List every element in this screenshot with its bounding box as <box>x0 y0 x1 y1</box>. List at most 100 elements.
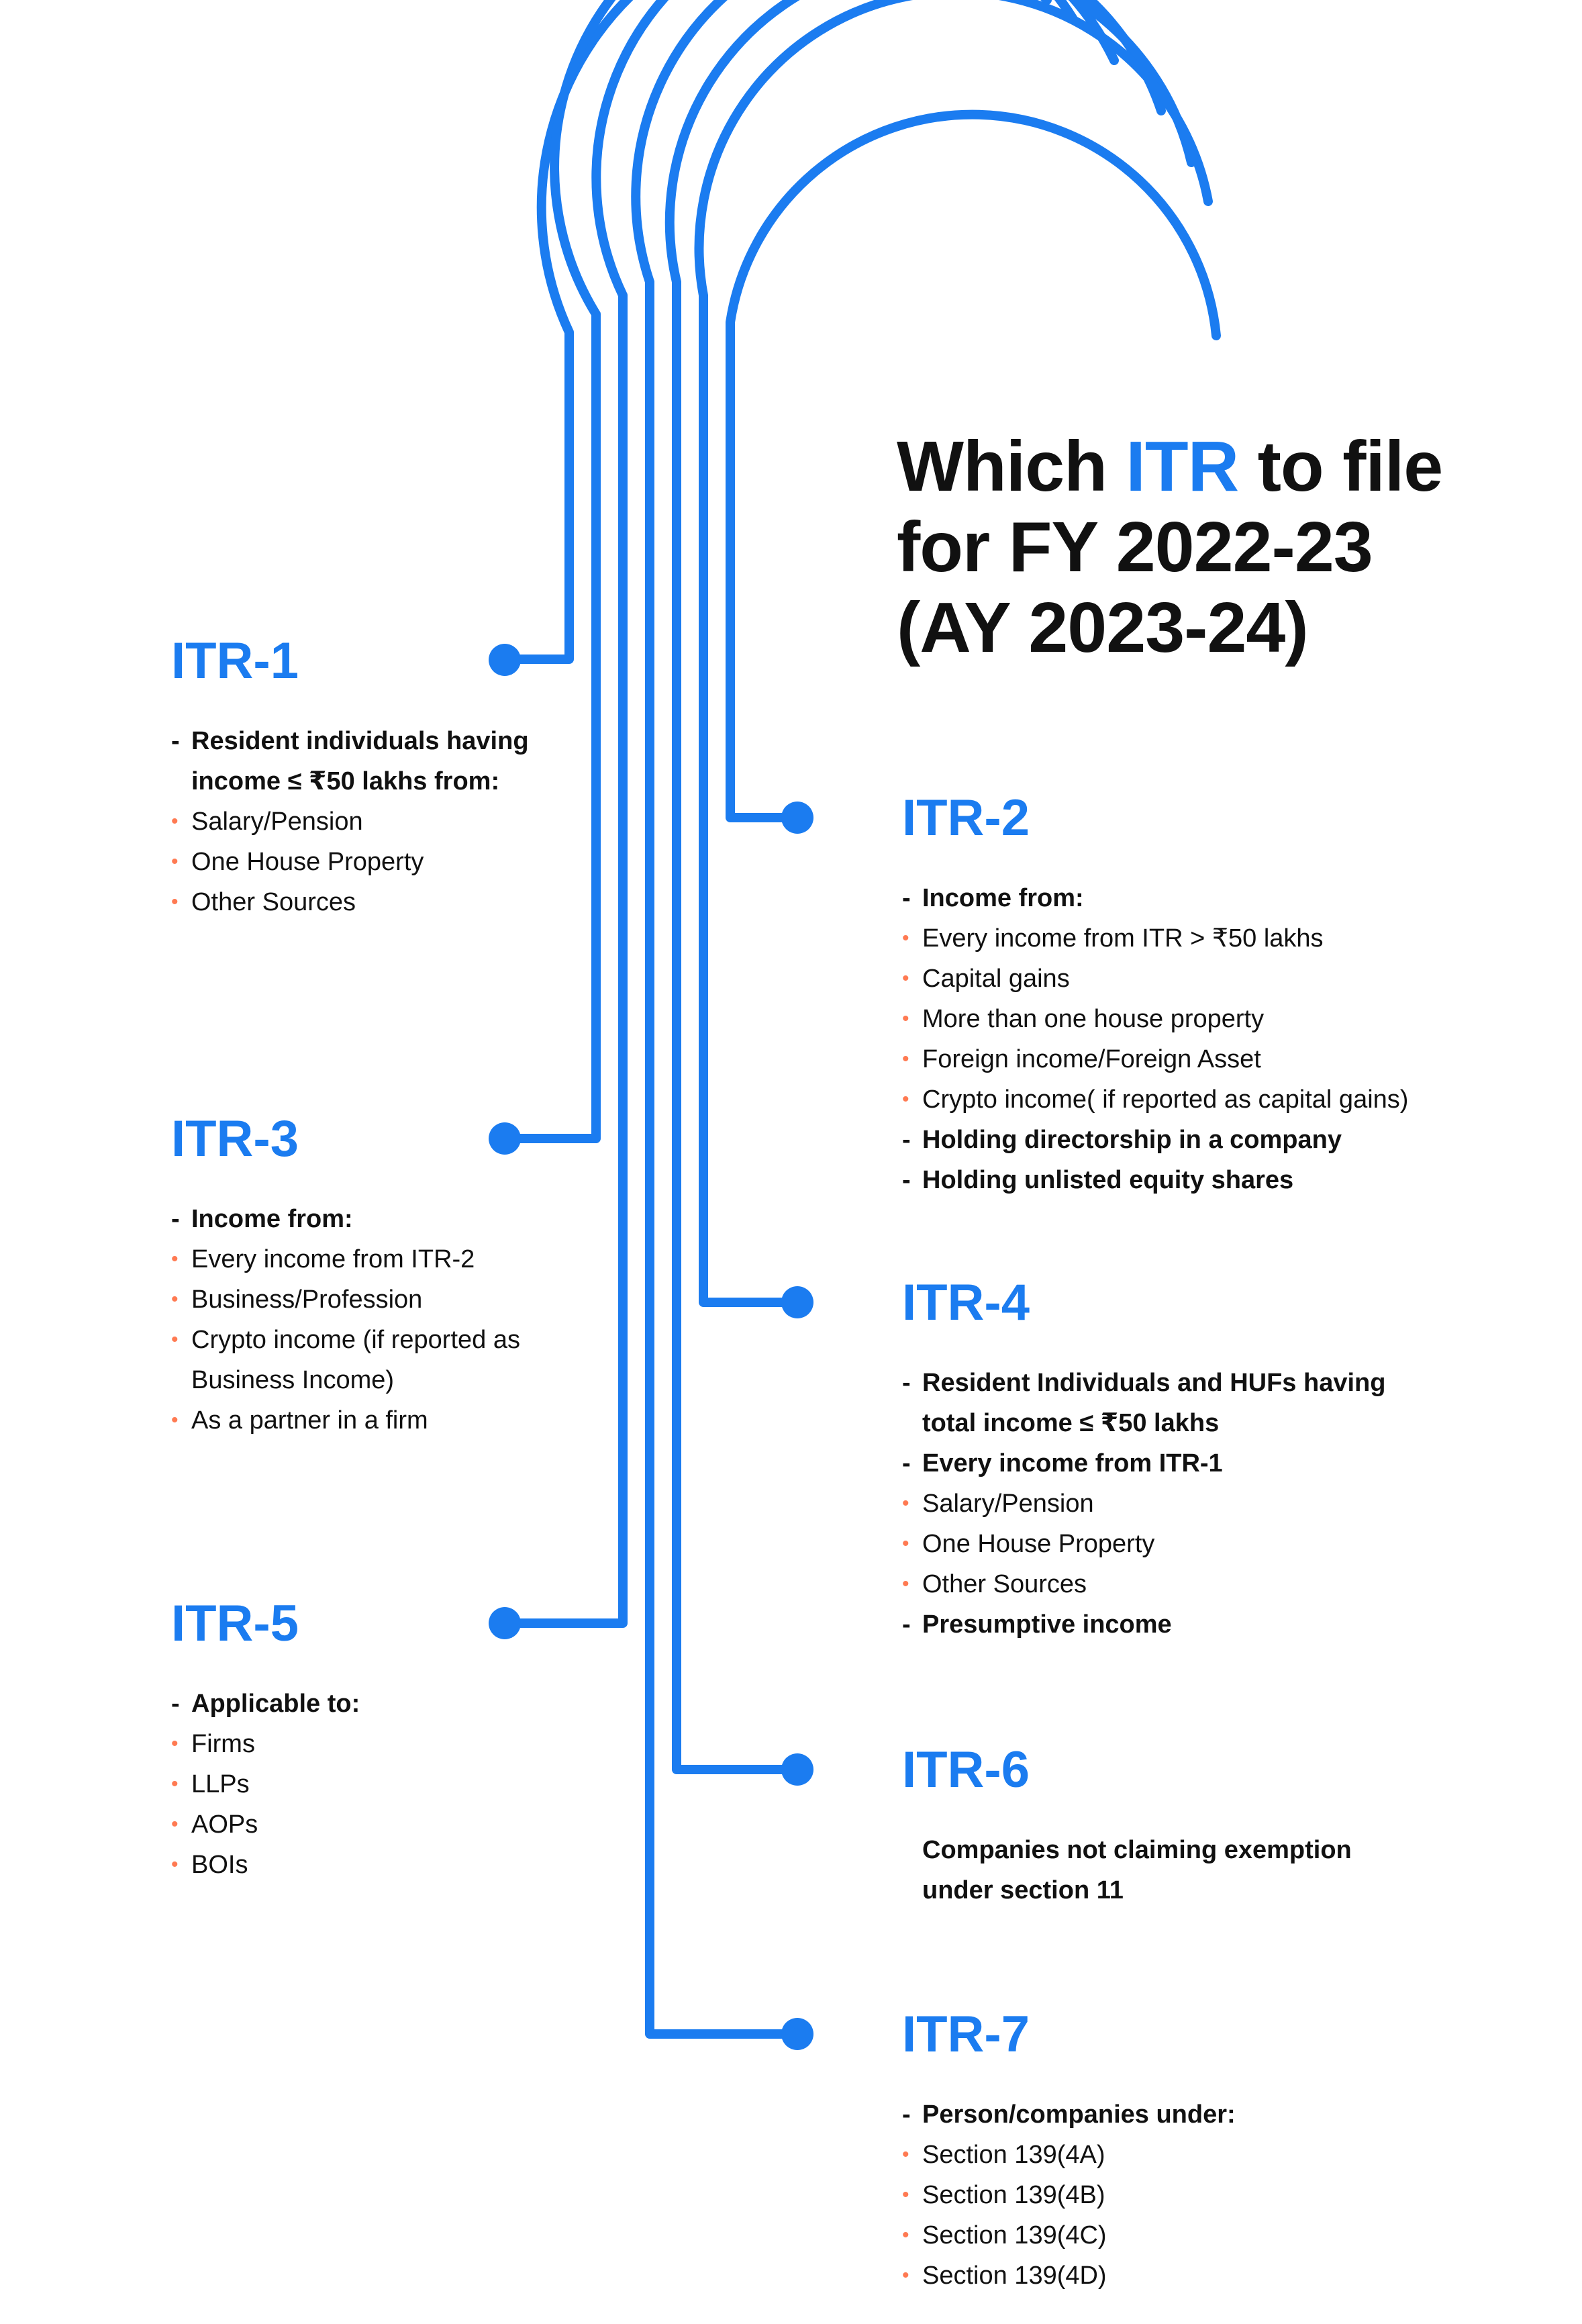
bullet-dot-icon: • <box>171 1248 179 1270</box>
bullet-dot-icon: • <box>171 851 179 873</box>
list-item-text: Resident Individuals and HUFs having <box>922 1369 1386 1397</box>
list-item-text: Section 139(4D) <box>922 2262 1107 2290</box>
list-item: -Resident Individuals and HUFs having <box>902 1363 1385 1403</box>
list-item: -Presumptive income <box>902 1604 1385 1645</box>
page-title: Which ITR to file for FY 2022-23 (AY 202… <box>897 426 1554 668</box>
list-item-text: Firms <box>191 1730 255 1758</box>
title-suffix: to file <box>1238 427 1444 506</box>
itr2-block: ITR-2 -Income from:•Every income from IT… <box>902 788 1408 1200</box>
list-item-text: Section 139(4A) <box>922 2141 1105 2169</box>
bullet-dash-marker: - <box>902 884 911 912</box>
list-item: • Section 139(4A) <box>902 2135 1236 2175</box>
title-prefix: Which <box>897 427 1126 506</box>
list-item-text: income ≤ ₹50 lakhs from: <box>191 767 500 795</box>
list-item: -Every income from ITR-1 <box>902 1443 1385 1484</box>
list-item-text: One House Property <box>191 848 424 876</box>
list-item: •As a partner in a firm <box>171 1400 520 1441</box>
list-item: -Holding directorship in a company <box>902 1120 1408 1160</box>
node-itr5 <box>489 1607 521 1639</box>
list-item-text: AOPs <box>191 1810 258 1839</box>
itr5-block: ITR-5 -Applicable to:•Firms•LLPs•AOPs•BO… <box>171 1594 360 1885</box>
itr4-heading: ITR-4 <box>902 1274 1030 1331</box>
bullet-dot-icon: • <box>902 1088 909 1110</box>
list-item: income ≤ ₹50 lakhs from: <box>171 761 529 802</box>
itr6-line1: Companies not claiming exemption <box>922 1836 1352 1864</box>
bullet-dot-icon: • <box>902 2264 909 2286</box>
list-item: •More than one house property <box>902 999 1408 1039</box>
bullet-dot-icon: • <box>902 1573 909 1595</box>
list-item: • One House Property <box>171 842 529 882</box>
bullet-dot-icon: • <box>171 1813 179 1835</box>
list-item: •Other Sources <box>902 1564 1385 1604</box>
list-item: • Section 139(4C) <box>902 2215 1236 2256</box>
list-item: • Other Sources <box>171 882 529 922</box>
list-item-text: Every income from ITR-1 <box>922 1449 1223 1478</box>
list-item: •Every income from ITR > ₹50 lakhs <box>902 918 1408 959</box>
list-item-text: Applicable to: <box>191 1690 360 1718</box>
title-line3: (AY 2023-24) <box>897 588 1309 667</box>
bullet-dot-icon: • <box>902 1533 909 1555</box>
list-item: -Holding unlisted equity shares <box>902 1160 1408 1200</box>
list-item-text: Capital gains <box>922 965 1070 993</box>
node-itr4 <box>781 1286 813 1318</box>
itr6-heading: ITR-6 <box>902 1741 1030 1798</box>
list-item: •Crypto income (if reported as <box>171 1320 520 1360</box>
list-item-text: Every income from ITR > ₹50 lakhs <box>922 924 1324 953</box>
bullet-dash-marker: - <box>171 727 180 755</box>
bullet-dash-marker: - <box>902 1449 911 1478</box>
connector-itr4 <box>694 0 1213 1307</box>
list-item: total income ≤ ₹50 lakhs <box>902 1403 1385 1443</box>
list-item: •Capital gains <box>902 959 1408 999</box>
list-item: •Salary/Pension <box>902 1484 1385 1524</box>
title-accent-word: ITR <box>1126 427 1239 506</box>
bullet-dot-icon: • <box>171 1773 179 1795</box>
list-item: -Income from: <box>171 1199 520 1239</box>
itr1-list: -Resident individuals having income ≤ ₹50… <box>171 721 529 922</box>
itr5-heading: ITR-5 <box>171 1595 299 1652</box>
connector-itr5 <box>495 0 1119 1628</box>
list-item-text: Presumptive income <box>922 1610 1172 1639</box>
list-item: Business Income) <box>171 1360 520 1400</box>
itr7-heading: ITR-7 <box>902 2006 1030 2063</box>
bullet-dot-icon: • <box>171 891 179 913</box>
itr2-list: -Income from:•Every income from ITR > ₹5… <box>902 878 1408 1200</box>
list-item-text: Resident individuals having <box>191 727 529 755</box>
list-item: •Section 139(4B) <box>902 2175 1236 2215</box>
bullet-dash-marker: - <box>902 1610 911 1639</box>
list-item-text: Every income from ITR-2 <box>191 1245 475 1273</box>
itr5-list: -Applicable to:•Firms•LLPs•AOPs•BOIs <box>171 1684 360 1885</box>
bullet-dot-icon: • <box>902 1492 909 1514</box>
list-item-text: Business Income) <box>191 1366 395 1394</box>
bullet-dot-icon: • <box>902 1048 909 1070</box>
list-item-text: Section 139(4B) <box>922 2181 1105 2209</box>
bullet-dash-marker: - <box>902 2100 911 2129</box>
bullet-dot-icon: • <box>902 2224 909 2246</box>
itr3-list: -Income from: • Every income from ITR-2 • Bu… <box>171 1199 520 1441</box>
itr6-block: ITR-6 Companies not claiming exemption u… <box>902 1740 1352 1910</box>
list-item-text: Other Sources <box>191 888 356 916</box>
bullet-dot-icon: • <box>171 1328 179 1351</box>
list-item-text: Income from: <box>191 1205 353 1233</box>
list-item: •Salary/Pension <box>171 802 529 842</box>
connector-itr7 <box>631 0 1166 2039</box>
list-item: •LLPs <box>171 1764 360 1804</box>
bullet-dot-icon: • <box>902 2143 909 2166</box>
bullet-dot-icon: • <box>171 1853 179 1876</box>
itr2-heading: ITR-2 <box>902 789 1030 846</box>
itr6-line2: under section 11 <box>922 1876 1124 1904</box>
list-item: • One House Property <box>902 1524 1385 1564</box>
list-item-text: Person/companies under: <box>922 2100 1236 2129</box>
itr1-block: ITR-1 -Resident individuals having income… <box>171 631 529 922</box>
list-item: •BOIs <box>171 1845 360 1885</box>
node-itr7 <box>781 2018 813 2050</box>
list-item: • AOPs <box>171 1804 360 1845</box>
itr7-list: -Person/companies under: • Section 139(4A)… <box>902 2094 1236 2296</box>
bullet-dash-marker: - <box>902 1369 911 1397</box>
node-itr3 <box>489 1122 521 1155</box>
list-item-text: Holding unlisted equity shares <box>922 1166 1294 1194</box>
list-item-text: Crypto income( if reported as capital ga… <box>922 1085 1409 1114</box>
list-item-text: Income from: <box>922 884 1084 912</box>
list-item-text: Section 139(4C) <box>922 2221 1107 2249</box>
list-item-text: One House Property <box>922 1530 1155 1558</box>
itr1-heading: ITR-1 <box>171 632 299 689</box>
